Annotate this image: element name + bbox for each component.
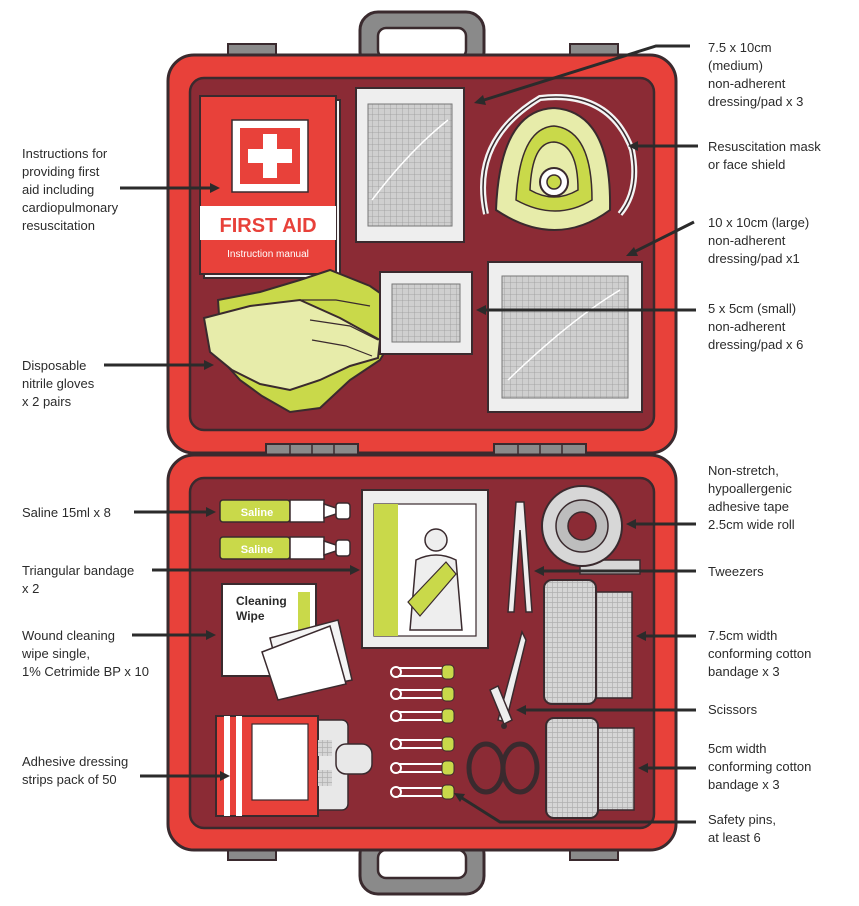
- triangular-bandage: [361, 489, 489, 649]
- label-scissors: Scissors: [708, 702, 758, 717]
- label-gloves: Disposable nitrile gloves x 2 pairs: [22, 358, 95, 409]
- saline-ampoule-1: Saline: [219, 499, 351, 523]
- label-safety-pins: Safety pins, at least 6: [708, 812, 776, 845]
- callout-lines-right: [454, 44, 698, 824]
- label-large-dressing: 10 x 10cm (large) non-adherent dressing/…: [708, 215, 810, 266]
- medium-dressing: [355, 87, 465, 243]
- label-instructions: Instructions for providing first aid inc…: [22, 146, 119, 233]
- label-medium-dressing: 7.5 x 10cm (medium) non-adherent dressin…: [708, 40, 804, 109]
- label-cleaning-wipe: Wound cleaning wipe single, 1% Cetrimide…: [22, 628, 149, 679]
- label-adhesive-tape: Non-stretch, hypoallergenic adhesive tap…: [708, 463, 795, 532]
- label-resuscitation-mask: Resuscitation mask or face shield: [708, 139, 821, 172]
- tweezers: [507, 501, 533, 613]
- label-bandage-5cm: 5cm width conforming cotton bandage x 3: [708, 741, 812, 792]
- label-bandage-75cm: 7.5cm width conforming cotton bandage x …: [708, 628, 812, 679]
- saline-ampoule-2: Saline: [219, 536, 351, 560]
- saline-label-2: Saline: [241, 544, 273, 556]
- scissors: [466, 629, 540, 795]
- wipe-label-1: Cleaning: [236, 594, 287, 608]
- cleaning-wipe: Cleaning Wipe: [221, 583, 353, 701]
- label-triangular-bandage: Triangular bandage x 2: [22, 563, 135, 596]
- callout-lines-left: [104, 183, 360, 781]
- label-tweezers: Tweezers: [708, 564, 764, 579]
- small-dressing: [379, 271, 473, 355]
- instruction-manual: FIRST AID Instruction manual: [199, 95, 341, 279]
- label-small-dressing: 5 x 5cm (small) non-adherent dressing/pa…: [708, 301, 804, 352]
- wipe-label-2: Wipe: [236, 609, 265, 623]
- bandage-5cm: [545, 717, 635, 819]
- label-saline: Saline 15ml x 8: [22, 505, 111, 520]
- resuscitation-mask: [480, 94, 638, 231]
- manual-title: FIRST AID: [219, 215, 316, 237]
- manual-subtitle: Instruction manual: [227, 249, 309, 260]
- bandage-75cm: [543, 579, 633, 705]
- label-adhesive-strips: Adhesive dressing strips pack of 50: [22, 754, 129, 787]
- nitrile-gloves: [202, 268, 400, 414]
- saline-label-1: Saline: [241, 507, 273, 519]
- large-dressing: [487, 261, 643, 413]
- adhesive-strips-pack: [215, 715, 373, 817]
- safety-pins: [390, 664, 455, 800]
